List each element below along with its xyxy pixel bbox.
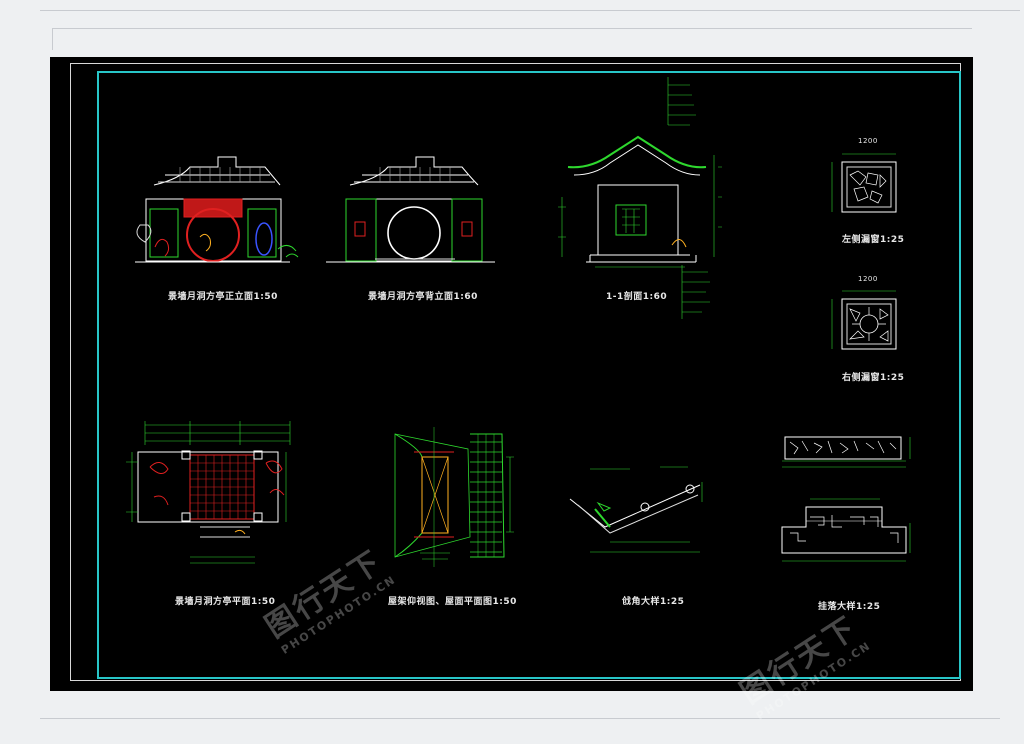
back-elevation-drawing xyxy=(326,156,495,263)
back-elevation-title: 景墙月洞方亭背立面1:60 xyxy=(368,292,478,302)
front-elevation-title: 景墙月洞方亭正立面1:50 xyxy=(168,292,278,302)
left-window-title: 左侧漏窗1:25 xyxy=(842,235,905,245)
section-drawing xyxy=(558,77,722,319)
corner-detail-title: 戗角大样1:25 xyxy=(622,597,685,607)
plan-title: 景墙月洞方亭平面1:50 xyxy=(175,597,276,607)
right-window-drawing xyxy=(831,290,897,350)
rail-detail-drawing xyxy=(781,436,911,562)
roof-plan-title: 屋架仰视图、屋面平面图1:50 xyxy=(388,597,517,607)
background-line xyxy=(40,10,1020,11)
background-line xyxy=(52,28,972,29)
rail-detail-title: 挂落大样1:25 xyxy=(818,602,881,612)
plan-drawing xyxy=(126,421,291,564)
section-title: 1-1剖面1:60 xyxy=(606,292,668,302)
cad-drawings xyxy=(126,77,911,567)
left-window-drawing xyxy=(831,153,897,213)
corner-detail-drawing xyxy=(569,466,703,553)
right-window-dimension: 1200 xyxy=(858,275,878,283)
roof-plan-drawing xyxy=(394,427,514,567)
background-line xyxy=(40,718,1000,719)
front-elevation-drawing xyxy=(135,156,299,263)
drawing-canvas: 景墙月洞方亭正立面1:50 景墙月洞方亭背立面1:60 1-1剖面1:60 左侧… xyxy=(50,57,973,723)
title-frame xyxy=(97,71,961,679)
right-window-title: 右侧漏窗1:25 xyxy=(842,373,905,383)
background-line xyxy=(52,28,53,50)
left-window-dimension: 1200 xyxy=(858,137,878,145)
